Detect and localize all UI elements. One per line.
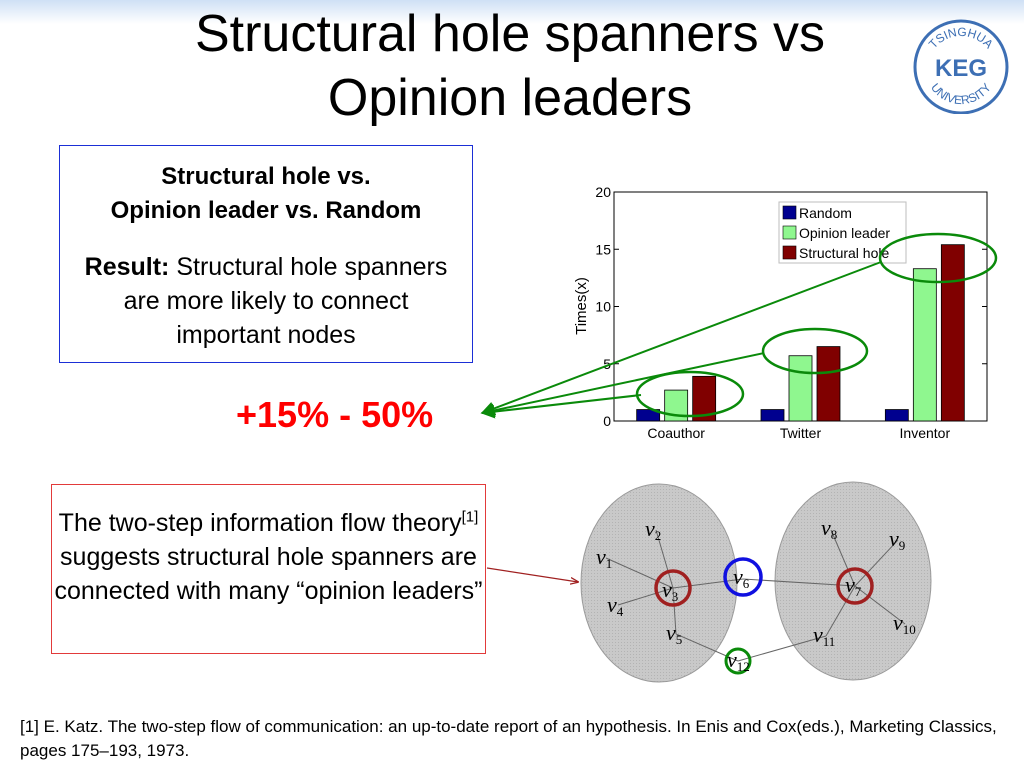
node-v3: v3	[662, 577, 678, 604]
bar-twitter-random	[760, 409, 785, 422]
highlight-inventor	[878, 232, 998, 284]
node-v11: v11	[813, 622, 835, 649]
node-v2: v2	[645, 516, 661, 543]
bar-inventor-random	[884, 409, 909, 422]
theory-arrow	[486, 567, 578, 582]
legend-swatch-2	[782, 245, 797, 260]
opinion-leader-ring-v7	[836, 567, 874, 605]
node-v10: v10	[893, 610, 916, 637]
heading-line-2: Opinion leader vs. Random	[110, 197, 422, 224]
node-v8: v8	[821, 515, 837, 542]
bar-coauthor-random	[636, 409, 661, 422]
node-labels: v2 v1 v3 v4 v5 v8 v9 v7 v10 v11 v6 v12	[596, 515, 916, 674]
left-community	[580, 483, 738, 683]
x-tick-label-coauthor: Coauthor	[647, 425, 705, 441]
theory-text-2: suggests structural hole spanners are co…	[54, 543, 483, 605]
legend-label-1: Opinion leader	[799, 225, 890, 241]
legend-box	[778, 201, 907, 264]
structural-hole-ring-v12	[724, 647, 752, 675]
highlight-coauthor	[635, 370, 745, 418]
bar-twitter-structural-hole	[816, 346, 841, 422]
edge-v11-v7	[825, 585, 856, 637]
percent-improvement: +15% - 50%	[236, 394, 434, 435]
y-axis-label: Times(x)	[573, 277, 590, 335]
node-v5: v5	[666, 620, 682, 647]
legend-swatch-1	[782, 225, 797, 240]
y-tick-label-4: 20	[595, 184, 611, 200]
bar-inventor-structural-hole	[940, 244, 965, 422]
logo-ring	[913, 19, 1009, 114]
comparison-heading: Structural hole vs. Opinion leader vs. R…	[60, 160, 472, 228]
node-v1: v1	[596, 544, 612, 571]
title-line-1: Structural hole spanners vs	[194, 5, 826, 63]
logo-center-text: KEG	[935, 55, 987, 82]
edge-v2-v3	[655, 529, 674, 589]
y-tick-label-1: 5	[603, 356, 611, 372]
edge-v8-v7	[830, 529, 856, 587]
comparison-box: Structural hole vs. Opinion leader vs. R…	[59, 145, 473, 363]
edge-v9-v7	[854, 539, 899, 587]
edge-v12-v11	[737, 635, 827, 662]
highlight-ellipses	[635, 232, 998, 418]
result-label: Result:	[84, 253, 170, 281]
opinion-leader-ring-v3	[654, 569, 692, 607]
node-v4: v4	[607, 592, 624, 619]
y-tick-label-3: 15	[595, 241, 611, 257]
arrow-from-coauthor	[480, 394, 642, 419]
bar-twitter-opinion-leader	[788, 355, 813, 422]
network-diagram: v2 v1 v3 v4 v5 v8 v9 v7 v10 v11 v6 v12	[486, 481, 932, 683]
theory-text-1: The two-step information flow theory	[58, 509, 462, 537]
highlight-twitter	[761, 327, 869, 375]
bar-inventor-opinion-leader	[912, 268, 937, 422]
y-tick-label-2: 10	[595, 299, 611, 315]
y-tick-label-0: 0	[603, 413, 611, 429]
x-axis-labels: Coauthor Twitter Inventor	[647, 425, 950, 441]
theory-box: The two-step information flow theory[1] …	[51, 484, 486, 654]
node-v6: v6	[733, 564, 750, 591]
edge-v5-v3	[672, 587, 677, 635]
structural-hole-ring-v6	[723, 557, 763, 597]
node-v7: v7	[845, 572, 862, 599]
y-axis-ticks: 0 5 10 15 20	[595, 184, 987, 429]
legend-swatch-0	[782, 205, 797, 220]
slide-title: Structural hole spanners vs Opinion lead…	[130, 2, 890, 130]
footnote: [1] E. Katz. The two-step flow of commun…	[20, 717, 997, 760]
result-text: Result: Structural hole spanners are mor…	[60, 250, 472, 352]
arrow-from-inventor	[480, 261, 882, 416]
result-body: Structural hole spanners are more likely…	[123, 253, 448, 349]
legend-label-0: Random	[799, 205, 852, 221]
x-tick-label-inventor: Inventor	[900, 425, 951, 441]
edge-v4-v3	[617, 587, 674, 606]
arrow-from-twitter	[480, 352, 765, 418]
legend-label-2: Structural hole	[799, 245, 889, 261]
edge-v10-v7	[854, 585, 906, 625]
highlight-arrows	[480, 261, 882, 419]
title-line-2: Opinion leaders	[327, 69, 693, 127]
node-v9: v9	[889, 526, 905, 553]
theory-citation: [1]	[461, 508, 479, 526]
node-v12: v12	[727, 647, 750, 674]
bar-chart: 0 5 10 15 20 Coauthor Twitter Inventor Times(x…	[480, 184, 998, 441]
edge-v1-v3	[605, 557, 674, 589]
edge-v3-v6	[672, 578, 744, 589]
x-tick-label-twitter: Twitter	[780, 425, 822, 441]
keg-logo: TSINGHUA KEG UNIVERSITY	[913, 19, 1009, 114]
top-gradient-bar	[0, 0, 1024, 24]
heading-line-1: Structural hole vs.	[161, 163, 371, 190]
bar-coauthor-structural-hole	[692, 375, 717, 422]
network-edges	[605, 529, 906, 662]
